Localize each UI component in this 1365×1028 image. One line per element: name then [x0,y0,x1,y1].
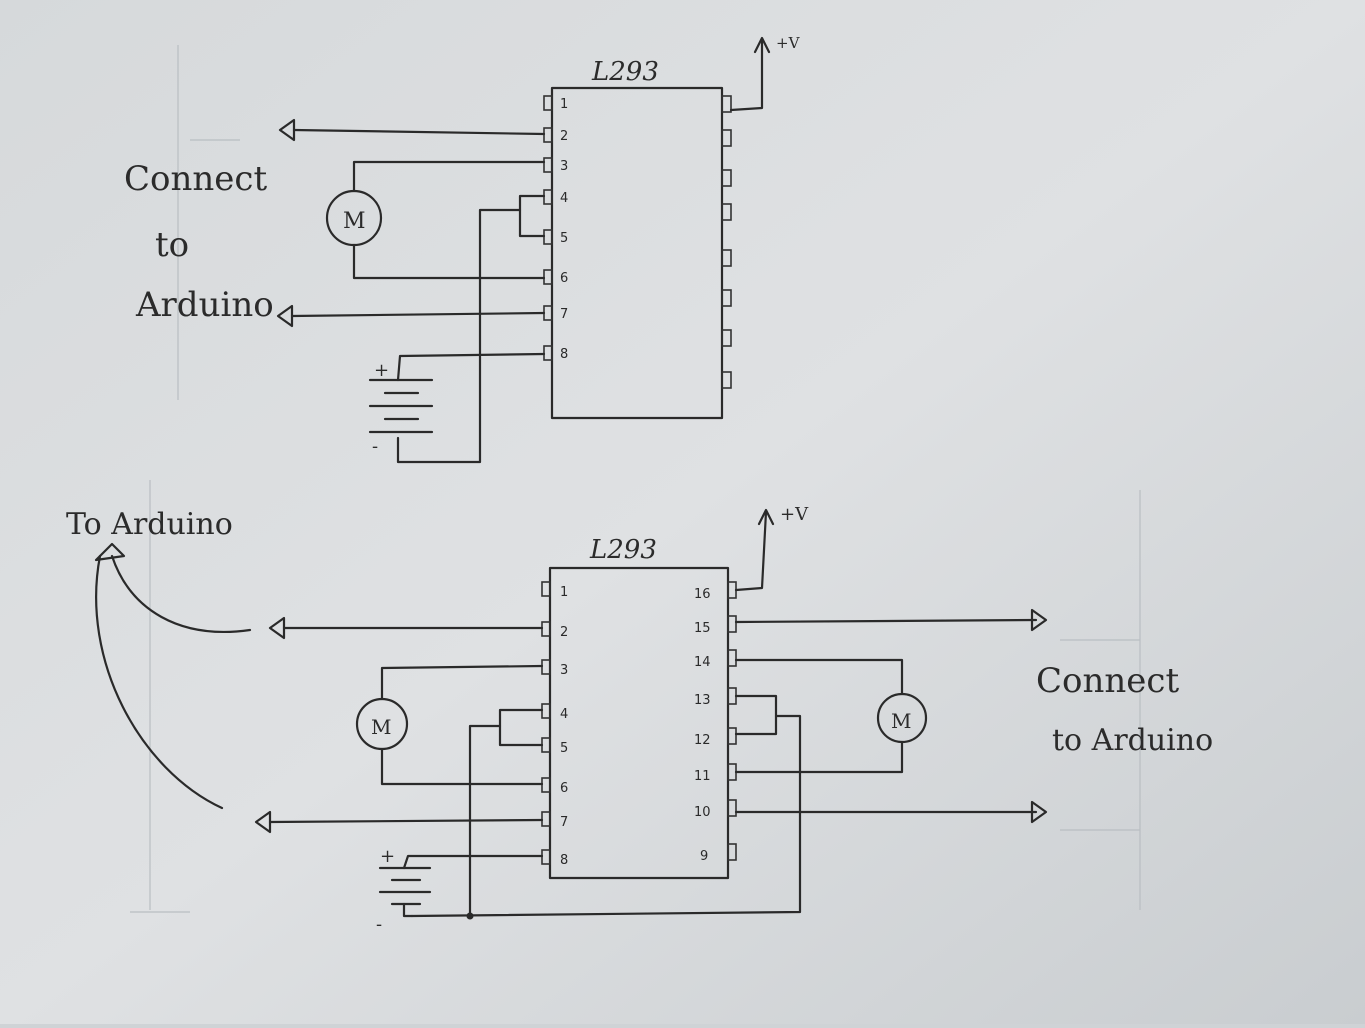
bottom-supply-label: +V [780,504,809,525]
pin-number: 4 [560,191,568,206]
top-note-line2: to [155,225,189,265]
bottom-pin12-13-bridge [734,694,778,736]
pin-number: 3 [560,159,568,174]
top-left-pin-numbers: 1 2 3 4 5 6 7 8 [560,97,568,362]
top-battery-plus: + [374,360,389,381]
top-pin4-5-bridge [518,194,546,238]
pin-number: 1 [560,97,568,112]
bottom-motor-left-wire-a [380,664,544,701]
pin-number: 7 [560,307,568,322]
bottom-motor-left-label: M [371,715,391,739]
pin-number: 16 [694,587,711,602]
bottom-battery-ground [402,902,414,918]
bottom-curve-lead-b [95,554,224,810]
pin-number: 8 [560,853,568,868]
top-battery-wire [396,352,546,382]
top-chip-label: L293 [591,57,659,87]
pin-number: 6 [560,271,568,286]
top-note-line3: Arduino [135,285,274,325]
top-supply-label: +V [776,34,801,52]
top-battery [368,378,434,434]
bottom-pin15-wire [734,618,1038,624]
pin-number: 14 [694,655,711,670]
pin-number: 3 [560,663,568,678]
bottom-pin10-connector [1030,800,1048,824]
bottom-motor-left-wire-b [380,747,544,786]
pin-number: 15 [694,621,711,636]
top-motor-label: M [343,209,366,234]
pin-number: 2 [560,625,568,640]
top-motor-wire-a [352,160,546,193]
pin-number: 8 [560,347,568,362]
pin-number: 7 [560,815,568,830]
pin-number: 1 [560,585,568,600]
bottom-motor-right-label: M [891,709,911,733]
pin-number: 2 [560,129,568,144]
pin-number: 6 [560,781,568,796]
top-pin7-wire [290,311,546,318]
bottom-pin2-connector [268,616,286,640]
top-pin7-connector [276,304,294,328]
bottom-circuit: L293 1 2 3 4 5 6 7 8 [66,504,1213,935]
top-circuit: L293 1 2 3 4 5 6 7 8 [124,34,801,464]
bottom-battery-plus: + [380,846,395,867]
bottom-battery [378,866,432,906]
bottom-pin7-connector [254,810,272,834]
pin-number: 11 [694,769,711,784]
top-left-pins [543,95,553,361]
bottom-l293-chip [548,566,730,880]
pin-number: 5 [560,741,568,756]
bottom-ground-bus [410,714,802,918]
bottom-note-connector [94,542,126,562]
pin-number: 10 [694,805,711,820]
top-battery-minus: - [372,436,378,457]
pin-number: 5 [560,231,568,246]
top-right-pins [721,95,732,389]
pin-number: 12 [694,733,711,748]
top-pin2-connector [278,118,296,142]
bottom-chip-label: L293 [589,535,657,565]
bottom-supply-wire [734,510,768,592]
pin-number: 13 [694,693,711,708]
bottom-curve-lead-a [110,554,252,633]
bottom-pin4-5-bridge [498,708,544,747]
bottom-right-note-line1: Connect [1036,661,1179,701]
top-ground-wire [396,208,522,464]
pin-number: 9 [700,849,708,864]
bottom-left-note: To Arduino [66,507,233,542]
pin-number: 4 [560,707,568,722]
bottom-battery-wire [402,854,544,870]
faint-guide-lines [130,45,1141,913]
bottom-ground-drop [468,724,502,918]
bottom-supply-arrow [757,508,775,526]
bottom-left-pin-numbers: 1 2 3 4 5 6 7 8 [560,585,568,868]
bottom-motor-right-wire-b [734,740,904,774]
bottom-battery-minus: - [376,914,382,935]
bottom-pin7-wire [268,818,544,824]
top-note-line1: Connect [124,159,267,199]
top-supply-arrow [753,36,771,54]
bottom-right-note-line2: to Arduino [1052,723,1213,758]
top-supply-wire [729,38,764,112]
bottom-motor-right-wire-a [734,658,904,696]
bottom-pin15-connector [1030,608,1048,632]
bottom-right-pin-numbers: 16 15 14 13 12 11 10 9 [694,587,711,864]
top-pin2-wire [292,128,546,136]
